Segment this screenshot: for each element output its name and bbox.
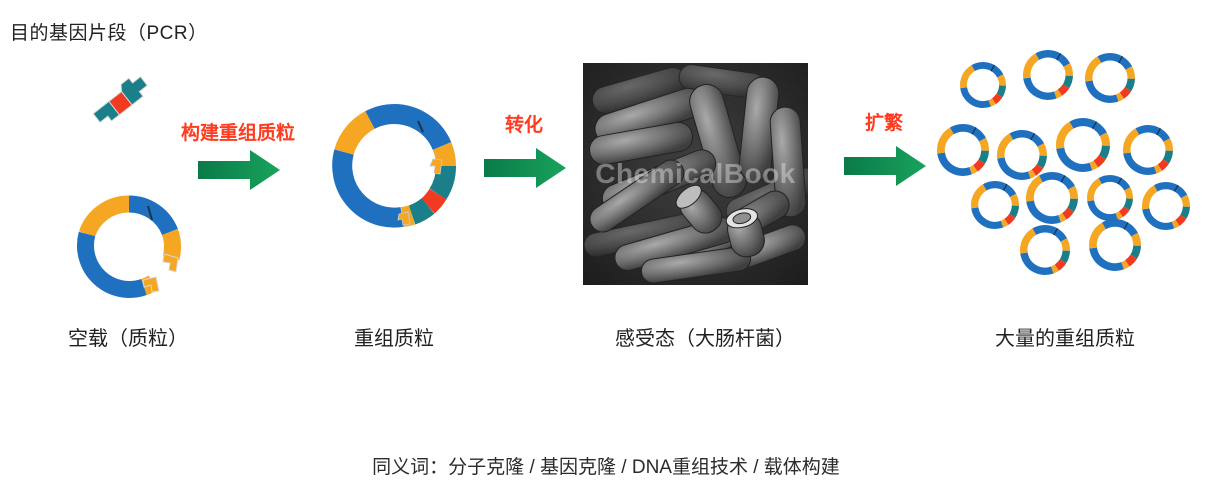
plasmid-ring (1056, 117, 1110, 172)
plasmid-ring (1026, 172, 1078, 224)
step-label-construct: 构建重组质粒 (180, 123, 296, 144)
right-arrow-icon-construct (196, 148, 282, 192)
plasmid-ring (1085, 53, 1135, 103)
plasmid-ring (1142, 182, 1190, 230)
recombinant-plasmid-graphic (330, 102, 458, 235)
empty-vector-graphic (66, 192, 192, 309)
plasmid-ring (971, 181, 1019, 229)
right-arrow-icon-amplification (842, 144, 928, 188)
stage-caption-recombinant-plasmid: 重组质粒 (354, 328, 434, 350)
step-label-amplification: 扩繁 (864, 113, 904, 134)
plasmid-ring (960, 62, 1006, 108)
footer-synonyms-text: 同义词：分子克隆 / 基因克隆 / DNA重组技术 / 载体构建 (372, 457, 840, 478)
plasmid-ring (937, 124, 989, 176)
page-title: 目的基因片段（PCR） (10, 23, 208, 44)
right-arrow-icon-transformation (482, 146, 568, 190)
plasmid-ring (1023, 50, 1073, 100)
plasmid-ring (1087, 175, 1133, 221)
competent-cells-micrograph: ChemicalBook (583, 63, 808, 285)
plasmid-ring (1089, 219, 1141, 271)
plasmid-cluster-graphic (930, 48, 1200, 303)
step-label-transformation: 转化 (504, 115, 544, 136)
stage-caption-empty-vector: 空载（质粒） (68, 328, 188, 350)
gene-fragment-graphic (88, 68, 168, 143)
stage-caption-competent-cells: 感受态（大肠杆菌） (615, 328, 795, 350)
plasmid-ring (1123, 125, 1173, 175)
plasmid-ring (1020, 225, 1070, 275)
stage-caption-amplified-plasmids: 大量的重组质粒 (995, 328, 1135, 350)
plasmid-ring (997, 130, 1047, 180)
